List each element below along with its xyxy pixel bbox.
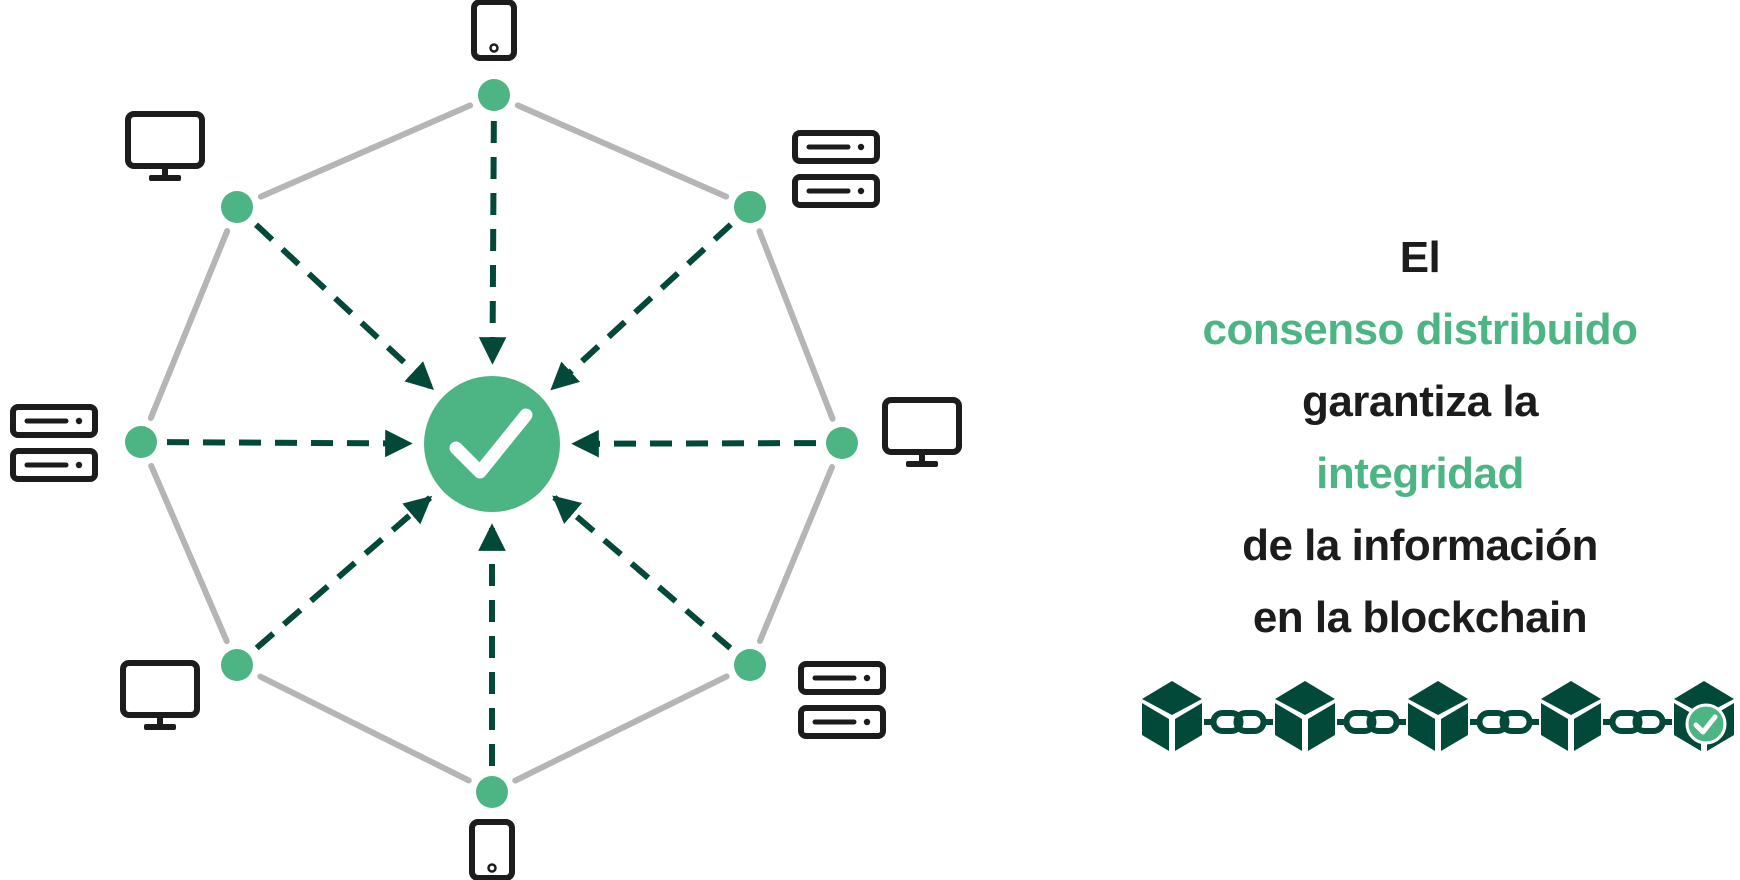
monitor-icon (120, 660, 200, 730)
verified-block-icon (1674, 681, 1734, 751)
network-node (125, 426, 157, 458)
network-node (478, 79, 510, 111)
network-devices (10, 0, 962, 880)
phone-icon (469, 819, 515, 880)
chain-link-icon (1470, 710, 1539, 734)
consensus-arrow (571, 429, 817, 458)
caption-text: El consenso distribuido garantiza la int… (1120, 222, 1720, 654)
caption-line-5: de la información (1242, 521, 1598, 570)
consensus-arrow (552, 495, 733, 651)
check-icon (449, 408, 533, 479)
server-icon (10, 404, 98, 482)
server-icon (798, 661, 886, 739)
consensus-arrows (166, 120, 817, 766)
ring-edge (148, 462, 230, 645)
consensus-arrow (254, 495, 433, 651)
center-circle (424, 376, 560, 512)
caption-line-2: consenso distribuido (1202, 305, 1638, 354)
block-icon (1408, 681, 1468, 751)
ring-edge (257, 102, 474, 200)
ring-edge (514, 102, 730, 200)
phone-icon (471, 0, 517, 61)
consensus-arrow (550, 222, 733, 391)
monitor-icon (125, 111, 205, 181)
caption-line-6: en la blockchain (1252, 593, 1588, 642)
chain-link-icon (1337, 710, 1406, 734)
consensus-arrow (478, 120, 507, 365)
caption-line-1: El (1399, 233, 1441, 282)
consensus-network-diagram (10, 0, 962, 880)
network-ring-edges (147, 102, 836, 784)
server-icon (792, 130, 880, 208)
network-node (476, 776, 508, 808)
caption-line-3: garantiza la (1301, 377, 1539, 426)
consensus-arrow (254, 222, 434, 391)
monitor-icon (882, 397, 962, 467)
network-node (826, 427, 858, 459)
block-icon (1142, 681, 1202, 751)
network-node (734, 649, 766, 681)
ring-edge (147, 228, 231, 421)
ring-edge (756, 464, 836, 644)
ring-edge (512, 673, 730, 784)
consensus-arrow (166, 429, 413, 458)
ring-edge (756, 228, 836, 422)
ring-edge (257, 673, 472, 784)
consensus-check-center (424, 376, 560, 512)
block-icon (1275, 681, 1335, 751)
network-node (221, 649, 253, 681)
block-icon (1541, 681, 1601, 751)
network-nodes (125, 79, 858, 808)
chain-link-icon (1603, 710, 1672, 734)
caption-line-4: integridad (1316, 449, 1524, 498)
blockchain-illustration (1142, 681, 1734, 751)
network-node (734, 191, 766, 223)
network-node (221, 191, 253, 223)
chain-link-icon (1204, 710, 1273, 734)
